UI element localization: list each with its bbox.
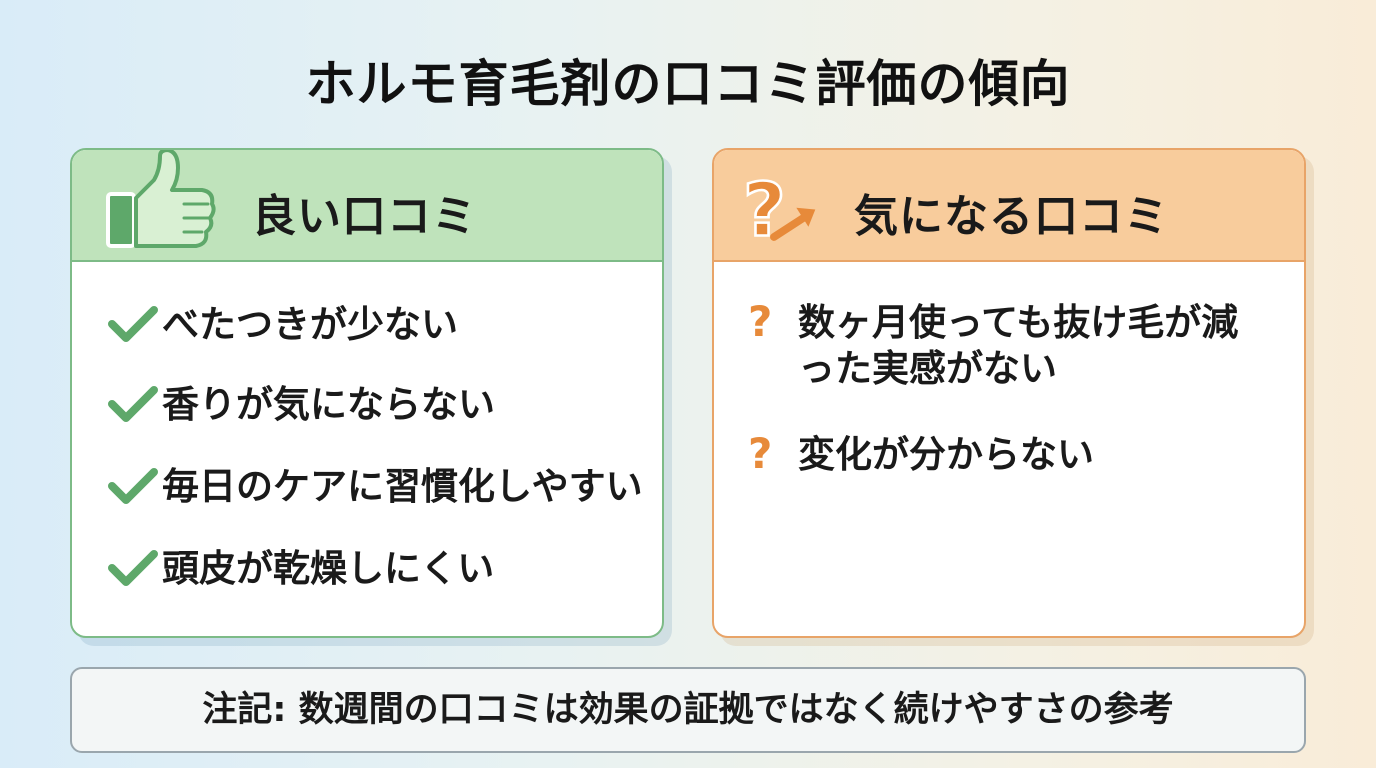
page-title: ホルモ育毛剤の口コミ評価の傾向 (305, 55, 1071, 113)
concern-reviews-heading: 気になる口コミ (854, 191, 1169, 242)
good-reviews-card: 良い口コミ べたつきが少ない 香りが気にならない 毎日のケアに習慣化しやすい 頭… (70, 148, 664, 638)
good-review-text: べたつきが少ない (162, 303, 458, 346)
concern-reviews-card: ? 気になる口コミ ? 数ヶ月使っても抜け毛が減った実感がない ? 変化が分から… (712, 148, 1306, 638)
good-reviews-heading: 良い口コミ (252, 191, 477, 242)
good-review-item: 毎日のケアに習慣化しやすい (106, 464, 643, 510)
check-icon (108, 386, 158, 422)
question-icon: ? (748, 297, 773, 346)
question-icon: ? (748, 429, 773, 478)
good-review-item: 香りが気にならない (106, 382, 495, 428)
question-arrow-icon: ? (742, 166, 816, 255)
svg-text:?: ? (743, 167, 786, 253)
concern-reviews-header: ? 気になる口コミ (714, 150, 1304, 262)
concern-review-item: ? 数ヶ月使っても抜け毛が減った実感がない (748, 300, 1268, 392)
check-icon (108, 306, 158, 342)
thumbs-up-icon (106, 150, 216, 248)
good-review-text: 頭皮が乾燥しにくい (162, 547, 495, 590)
concern-review-text: 変化が分からない (798, 433, 1094, 476)
concern-review-item: ? 変化が分からない (748, 432, 1268, 478)
disclaimer-note: 注記: 数週間の口コミは効果の証拠ではなく続けやすさの参考 (70, 667, 1306, 753)
check-icon (108, 550, 158, 586)
good-review-item: べたつきが少ない (106, 302, 458, 348)
check-icon (108, 468, 158, 504)
good-review-item: 頭皮が乾燥しにくい (106, 546, 494, 592)
good-review-text: 毎日のケアに習慣化しやすい (162, 465, 643, 508)
good-review-text: 香りが気にならない (162, 383, 495, 426)
concern-review-text: 数ヶ月使っても抜け毛が減った実感がない (798, 301, 1239, 390)
good-reviews-header: 良い口コミ (72, 150, 662, 262)
